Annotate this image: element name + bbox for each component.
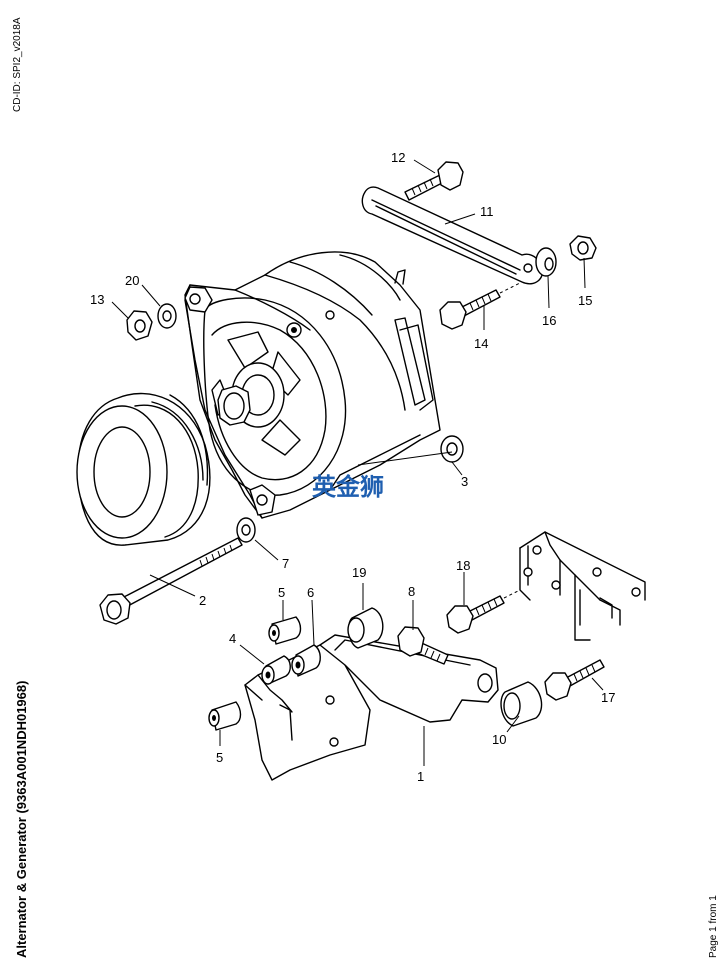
callout-10: 10	[492, 732, 506, 747]
part-20-washer	[157, 303, 177, 329]
part-17-bolt	[544, 659, 605, 701]
part-14-bolt	[439, 282, 521, 330]
part-19-spacer	[347, 607, 384, 649]
callout-13: 13	[90, 292, 104, 307]
callout-3: 3	[461, 474, 468, 489]
callout-2: 2	[199, 593, 206, 608]
watermark-logo: 英金狮	[312, 473, 384, 501]
callout-11: 11	[480, 204, 494, 219]
callout-15: 15	[578, 293, 592, 308]
part-11-adjusting-strap	[361, 186, 544, 285]
callout-17: 17	[601, 690, 615, 705]
part-15-nut	[569, 235, 597, 261]
part-18-bolt	[446, 589, 521, 634]
callout-18: 18	[456, 558, 470, 573]
engine-mounting-bracket	[519, 531, 646, 641]
part-3-washer	[440, 435, 464, 463]
callout-7: 7	[282, 556, 289, 571]
callout-12: 12	[391, 150, 405, 165]
callout-1: 1	[417, 769, 424, 784]
part-7-washer	[236, 517, 256, 543]
alternator-body	[184, 251, 441, 519]
callout-5-lower: 5	[216, 750, 223, 765]
part-5-rubber-mount-upper	[268, 616, 302, 645]
part-5-rubber-mount-lower	[208, 701, 242, 731]
part-4-bushing	[261, 655, 291, 685]
callout-8: 8	[408, 584, 415, 599]
callout-19: 19	[352, 565, 366, 580]
part-6-bushing	[291, 644, 321, 677]
callout-numbers: 12 11 15 16 14 20 13 3 7 2 19 8 18 5 6 4…	[90, 150, 615, 784]
callout-5-upper: 5	[278, 585, 285, 600]
part-16-spacer	[535, 247, 557, 277]
leader-lines	[111, 159, 604, 766]
pulley	[76, 392, 211, 546]
part-8-bolt	[397, 626, 449, 665]
part-2-long-bolt	[99, 537, 243, 625]
part-10-spacer	[500, 681, 543, 727]
part-13-nut	[126, 310, 153, 341]
callout-16: 16	[542, 313, 556, 328]
callout-6: 6	[307, 585, 314, 600]
part-12-bolt	[404, 161, 464, 201]
callout-20: 20	[125, 273, 139, 288]
callout-4: 4	[229, 631, 236, 646]
callout-14: 14	[474, 336, 488, 351]
